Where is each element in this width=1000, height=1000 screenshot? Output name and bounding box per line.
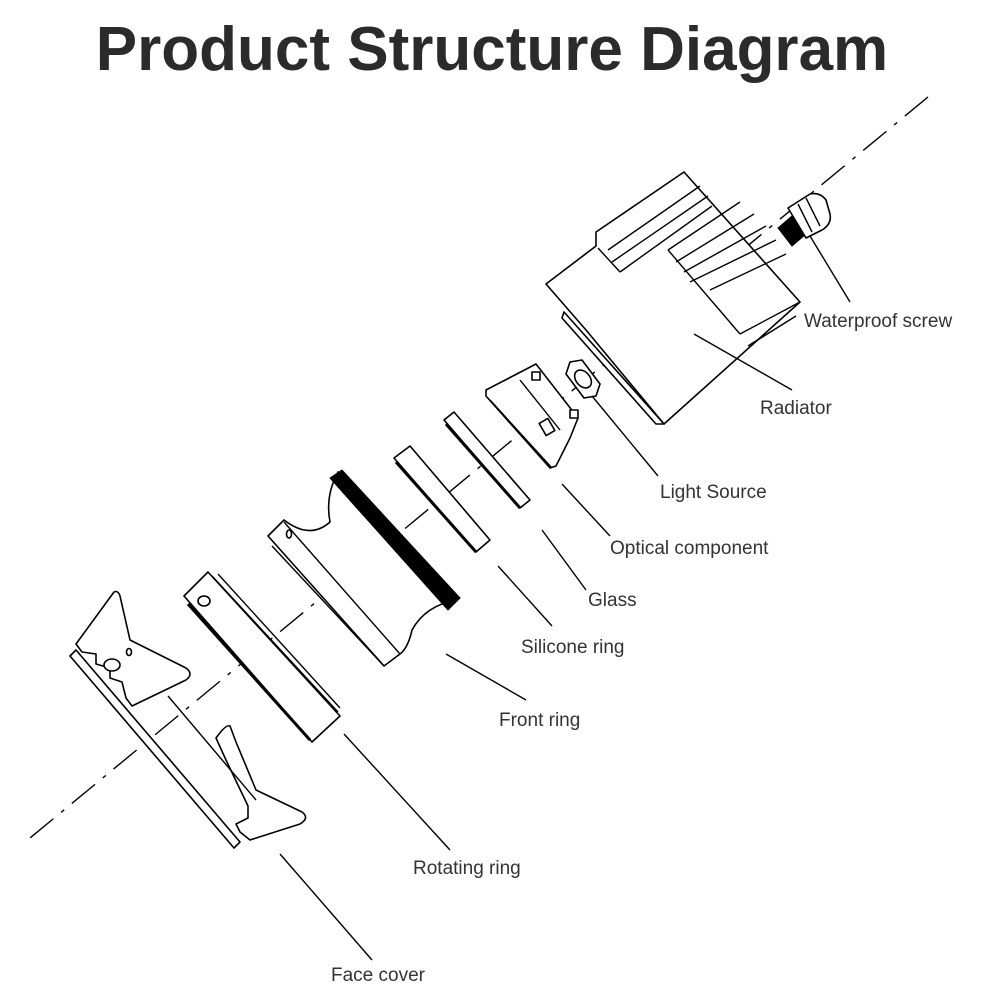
silicone-ring-part	[393, 445, 491, 553]
radiator-body	[545, 171, 801, 425]
glass-part	[443, 411, 531, 509]
leader-waterproof-screw	[809, 235, 851, 303]
leader-glass	[541, 529, 587, 591]
label-waterproof-screw: Waterproof screw	[804, 311, 953, 332]
leader-face-cover	[279, 853, 373, 961]
front-ring-hole	[285, 529, 293, 539]
leader-lines	[279, 235, 851, 961]
light-source-led	[573, 369, 593, 389]
leader-optical-component	[561, 483, 611, 537]
radiator-flange	[561, 311, 665, 425]
front-ring-part	[267, 469, 461, 667]
label-face-cover: Face cover	[331, 965, 425, 986]
rotating-ring-hole	[197, 595, 211, 607]
label-glass: Glass	[588, 590, 637, 611]
label-rotating-ring: Rotating ring	[413, 858, 521, 879]
center-axis-line	[29, 96, 929, 839]
radiator-part	[545, 171, 801, 425]
waterproof-screw-part	[777, 192, 832, 247]
diagram-title: Product Structure Diagram	[95, 15, 889, 84]
front-ring-thread	[329, 469, 461, 611]
face-cover-hole	[103, 658, 121, 672]
face-cover-top-bracket	[75, 590, 191, 707]
face-cover-plate	[69, 649, 241, 849]
face-cover-bottom-bracket	[215, 724, 307, 841]
silicone-ring-body	[393, 445, 491, 553]
leader-silicone-ring	[497, 565, 553, 627]
optical-component-part	[485, 363, 579, 469]
leader-light-source	[591, 395, 659, 477]
label-light-source: Light Source	[660, 482, 767, 503]
leader-radiator	[693, 333, 793, 391]
face-cover-small-hole	[125, 647, 133, 657]
label-silicone-ring: Silicone ring	[521, 637, 625, 658]
face-cover-part	[69, 590, 307, 849]
leader-rotating-ring	[343, 733, 451, 851]
label-front-ring: Front ring	[499, 710, 581, 731]
light-source-part	[565, 359, 601, 399]
rotating-ring-part	[183, 571, 341, 743]
leader-front-ring	[445, 653, 527, 701]
label-optical-component: Optical component	[610, 538, 769, 559]
label-radiator: Radiator	[760, 398, 832, 419]
